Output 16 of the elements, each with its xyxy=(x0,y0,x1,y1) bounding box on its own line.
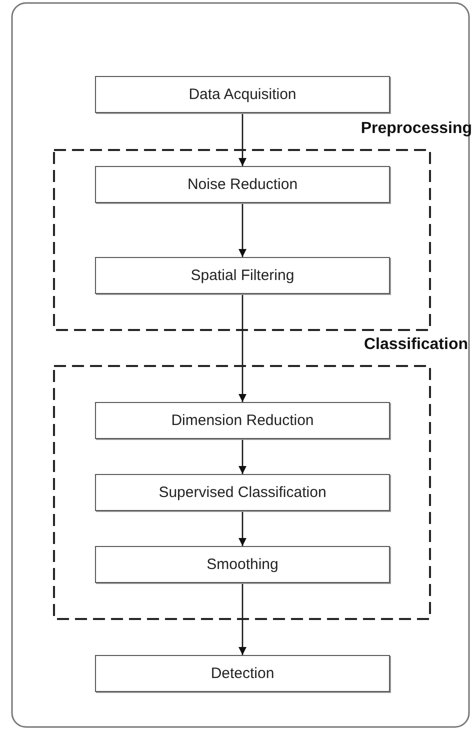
arrow xyxy=(238,294,246,402)
arrow xyxy=(238,203,246,257)
arrow xyxy=(238,511,246,546)
process-box: Noise Reduction xyxy=(95,166,390,203)
arrow xyxy=(238,113,246,166)
process-box: Dimension Reduction xyxy=(95,402,390,439)
process-box: Smoothing xyxy=(95,546,390,583)
arrow xyxy=(238,439,246,474)
process-box: Supervised Classification xyxy=(95,474,390,511)
process-box: Detection xyxy=(95,655,390,692)
group-box xyxy=(53,120,472,331)
arrow xyxy=(238,583,246,655)
group-box xyxy=(53,336,468,620)
process-box: Data Acquisition xyxy=(95,76,390,113)
group-heading: Classification xyxy=(364,336,468,354)
process-box: Spatial Filtering xyxy=(95,257,390,294)
